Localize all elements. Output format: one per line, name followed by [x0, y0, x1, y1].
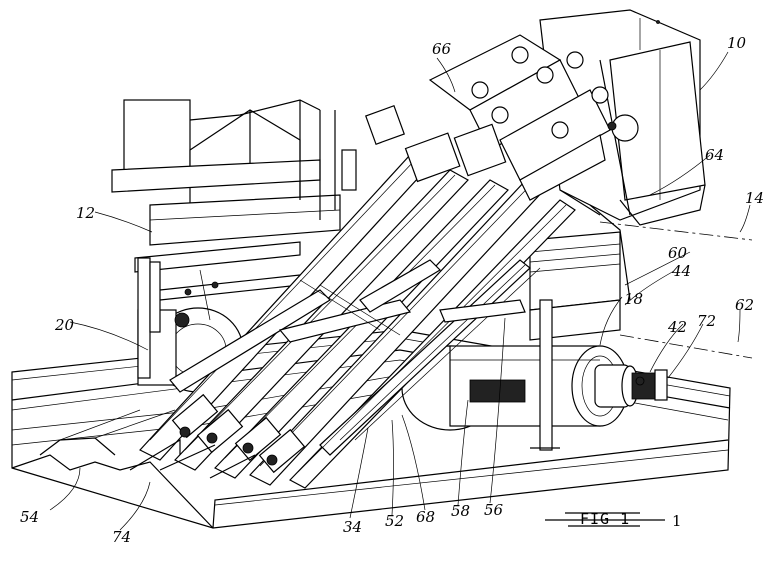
label-66: 66 [432, 40, 452, 58]
label-44: 44 [671, 262, 691, 280]
label-72: 72 [697, 312, 716, 330]
main-frame [134, 241, 301, 379]
right-wheel [401, 345, 629, 431]
label-52: 52 [385, 512, 404, 530]
leader-lines [49, 51, 751, 531]
right-frame [529, 189, 631, 451]
reference-labels: 10 12 14 18 20 34 42 44 52 54 56 58 60 6… [20, 34, 764, 546]
label-34: 34 [343, 518, 362, 536]
label-74: 74 [112, 528, 131, 546]
label-54: 54 [20, 508, 39, 526]
label-10: 10 [727, 34, 747, 52]
lower-tool-heads [129, 393, 306, 479]
reference-lines [599, 221, 753, 359]
label-58: 58 [451, 502, 470, 520]
label-12: 12 [76, 204, 95, 222]
cutter-heads [365, 20, 660, 201]
label-18: 18 [624, 290, 643, 308]
figure-number-mark: 1 [672, 512, 682, 530]
figure-caption: FIG 1 1 [545, 510, 682, 530]
label-14: 14 [745, 189, 764, 207]
label-20: 20 [54, 316, 75, 334]
figure-caption-text: FIG 1 [580, 510, 630, 528]
label-62: 62 [735, 296, 754, 314]
label-42: 42 [667, 318, 687, 336]
cross-braces [169, 259, 526, 393]
label-68: 68 [416, 508, 435, 526]
label-56: 56 [484, 501, 504, 519]
drive-motor [594, 364, 668, 408]
label-60: 60 [668, 244, 688, 262]
left-engine-housing [111, 99, 357, 246]
label-64: 64 [705, 146, 724, 164]
